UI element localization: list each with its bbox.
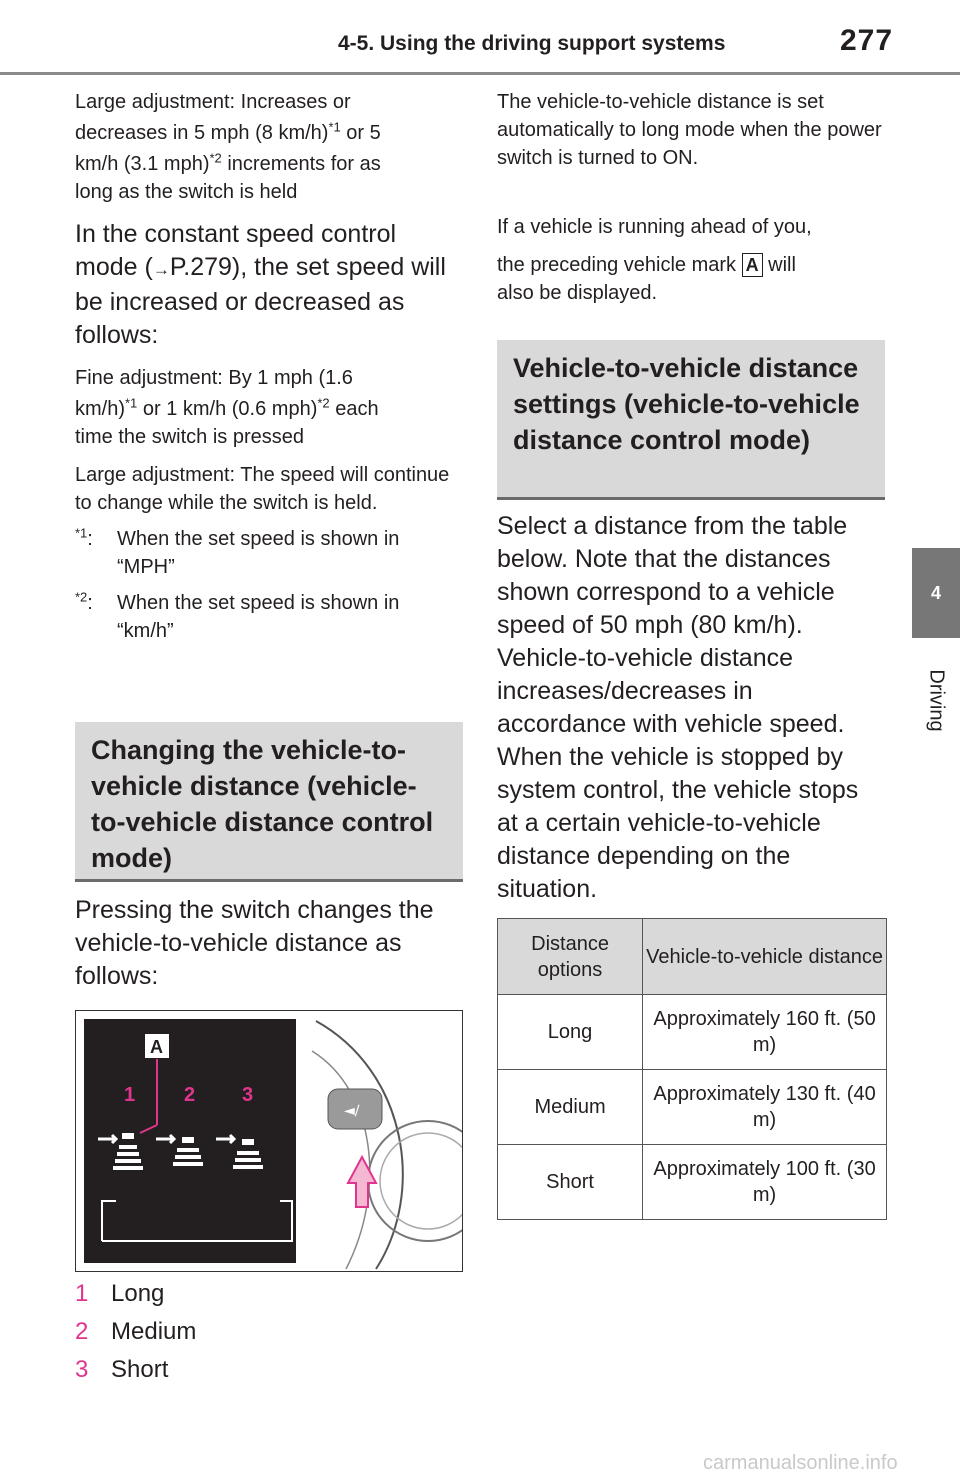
- section-title: 4-5. Using the driving support systems: [338, 32, 726, 55]
- mark-a-callout: A: [741, 253, 763, 277]
- callout-line: [139, 1124, 158, 1134]
- chapter-label-wrap: Driving: [912, 650, 960, 750]
- press-arrow-icon: [346, 1154, 378, 1208]
- callout-label: A: [150, 1037, 163, 1057]
- table-cell: Short: [496, 1144, 644, 1220]
- text-line: decreases in 5 mph (8 km/h)*1 or 5: [75, 119, 381, 144]
- table-row: Long Approximately 160 ft. (50 m): [496, 994, 887, 1070]
- text-line: the preceding vehicle mark A will: [497, 253, 796, 277]
- chapter-label: Driving: [925, 668, 948, 732]
- table-header: Distance options: [496, 918, 644, 995]
- distance-bars-long: [113, 1133, 143, 1170]
- text-line: Large adjustment: Increases or: [75, 91, 351, 113]
- section-heading-distance: Changing the vehicle-to-vehicle distance…: [75, 722, 463, 882]
- large-adjustment-paragraph: Large adjustment: Increases or decreases…: [75, 88, 460, 206]
- left-column: Large adjustment: Increases or decreases…: [75, 88, 460, 645]
- gauge-outline: [367, 1120, 462, 1242]
- select-distance-paragraph: Select a distance from the table below. …: [497, 512, 859, 903]
- text-line: time the switch is pressed: [75, 426, 304, 448]
- figure-label-1: 1: [124, 1084, 135, 1106]
- steering-outline: [315, 1020, 404, 1270]
- table-cell: Medium: [496, 1069, 644, 1145]
- table-header: Vehicle-to-vehicle distance: [642, 918, 887, 995]
- footnote-2: *2:When the set speed is shown in “km/h”: [75, 589, 400, 642]
- text-line: If a vehicle is running ahead of you,: [497, 216, 812, 238]
- display-bracket: [101, 1200, 293, 1242]
- text-line: km/h (3.1 mph)*2 increments for as: [75, 150, 381, 175]
- callout-box: [143, 1032, 171, 1060]
- table-header-row: Distance options Vehicle-to-vehicle dist…: [496, 918, 887, 995]
- fine-adjustment-paragraph: Fine adjustment: By 1 mph (1.6 km/h)*1 o…: [75, 364, 460, 451]
- distance-bars-medium: [173, 1137, 203, 1166]
- arrow-icon: [98, 1133, 119, 1145]
- arrow-icon: [156, 1133, 177, 1145]
- chapter-number: 4: [930, 582, 941, 603]
- header-rule: [0, 72, 960, 75]
- arrow-icon: [216, 1133, 237, 1145]
- table-cell: Approximately 100 ft. (30 m): [642, 1144, 887, 1220]
- figure-label-2: 2: [184, 1084, 195, 1106]
- distance-table: Distance options Vehicle-to-vehicle dist…: [496, 918, 887, 1220]
- table-cell: Approximately 130 ft. (40 m): [642, 1069, 887, 1145]
- table-row: Medium Approximately 130 ft. (40 m): [496, 1069, 887, 1145]
- table-row: Short Approximately 100 ft. (30 m): [496, 1144, 887, 1220]
- page-number: 277: [840, 24, 894, 57]
- chapter-tab: 4: [912, 548, 960, 638]
- text-line: long as the switch is held: [75, 181, 298, 203]
- distance-switch-icon: ◄∕: [344, 1103, 360, 1119]
- auto-long-mode-paragraph: The vehicle-to-vehicle distance is set a…: [497, 91, 882, 169]
- preceding-vehicle-paragraph: If a vehicle is running ahead of you, th…: [497, 213, 882, 307]
- text-line: Fine adjustment: By 1 mph (1.6: [75, 367, 353, 389]
- distance-bars-short: [233, 1139, 263, 1169]
- steering-switch-figure: 1 2 3 A ◄∕: [75, 1010, 463, 1272]
- large-adjustment-2-paragraph: Large adjustment: The speed will continu…: [75, 464, 450, 514]
- text-line: also be displayed.: [497, 282, 658, 304]
- switch-paragraph: Pressing the switch changes the vehicle-…: [75, 896, 434, 990]
- section-heading-settings: Vehicle-to-vehicle distance settings (ve…: [497, 340, 885, 500]
- figure-label-3: 3: [242, 1084, 253, 1106]
- footnote-1: *1:When the set speed is shown in “MPH”: [75, 525, 400, 578]
- text-line: km/h)*1 or 1 km/h (0.6 mph)*2 each: [75, 395, 379, 420]
- watermark: carmanualsonline.info: [703, 1452, 898, 1474]
- table-cell: Long: [496, 994, 644, 1070]
- table-cell: Approximately 160 ft. (50 m): [642, 994, 887, 1070]
- distance-switch: [327, 1088, 383, 1130]
- figure-illustration: 1 2 3 A ◄∕: [84, 1019, 462, 1270]
- constant-speed-paragraph: In the constant speed control mode (→P.2…: [75, 220, 446, 349]
